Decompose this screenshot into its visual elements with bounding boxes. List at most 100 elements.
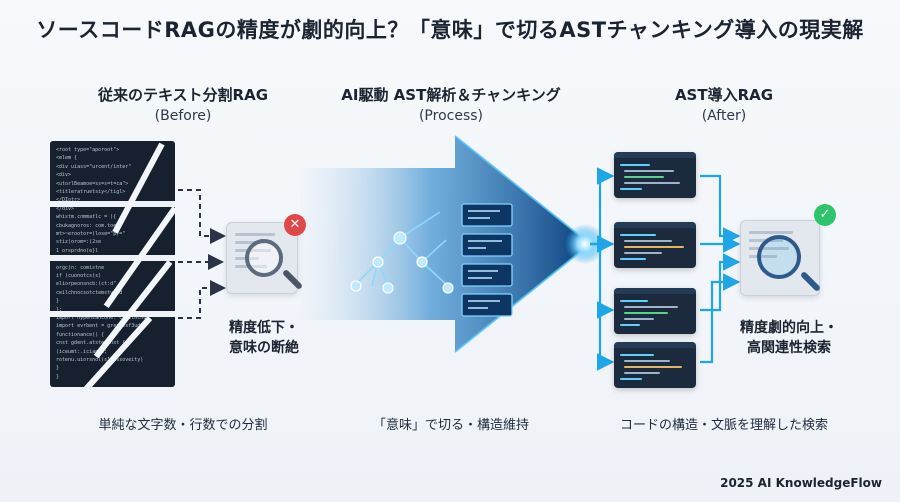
search-document-icon [740, 220, 822, 296]
ast-chunk-card [614, 288, 696, 334]
code-line: } [56, 373, 60, 380]
source-code-panel: } } rotenu.uiorsnol(s1.essoveity) (iceum… [50, 141, 175, 387]
code-line: functionance() { [56, 331, 105, 338]
code-line [624, 246, 684, 248]
code-line: ceilchnocsotctemstveld [56, 289, 123, 296]
chunk-box [461, 233, 513, 257]
code-line [624, 306, 678, 308]
code-line: <root type="aporoot"> [56, 147, 120, 153]
code-line [624, 252, 662, 254]
check-icon: ✓ [814, 204, 836, 226]
code-line: stiz(orom=:(2se [56, 239, 102, 246]
code-line: import evrbent = greatvsf3ud"; [56, 323, 147, 330]
magnifier-icon [757, 235, 801, 279]
code-line: import hypenzancone: creithchu [56, 315, 147, 321]
flow-connector [700, 174, 741, 245]
ast-node [442, 282, 454, 294]
code-line [620, 354, 654, 356]
arrow-glow [565, 224, 605, 264]
ast-node [372, 256, 384, 268]
card-bar [614, 342, 696, 348]
code-line [624, 176, 664, 178]
code-line: if (cuonotcs(s) [56, 273, 102, 279]
code-line: whistm.commatlc = ){ [56, 214, 117, 221]
magnifier-icon [245, 239, 283, 277]
flow-connector [590, 242, 615, 319]
page-title: ソースコードRAGの精度が劇的向上？「意味」で切るASTチャンキング導入の現実解 [36, 18, 864, 42]
code-line [624, 170, 674, 172]
code-line: <utorlBeamoe=ss=s=t=ca"> [56, 180, 129, 187]
code-line [620, 258, 646, 260]
ast-chunk-card [614, 222, 696, 268]
before-result-line1: 精度低下・ [229, 320, 299, 336]
code-line [620, 234, 656, 236]
ast-node [416, 256, 428, 268]
after-heading-title: AST導入RAG [674, 86, 774, 104]
code-line [624, 372, 660, 374]
ast-node [393, 231, 407, 245]
before-result: 精度低下・ 意味の断絶 [204, 318, 324, 358]
chunk-box [461, 293, 513, 317]
chunk-cut [50, 311, 175, 317]
process-arrow [300, 136, 590, 352]
code-line: rotenu.uiorsnol(s1.essoveity) [56, 357, 144, 363]
after-result-line2: 高関連性検索 [747, 340, 831, 356]
after-heading: AST導入RAG (After) [594, 84, 854, 124]
flow-connector [700, 273, 741, 364]
code-line [624, 182, 680, 184]
code-line [620, 324, 640, 326]
flow-connector [596, 310, 615, 371]
code-line [620, 188, 642, 190]
doc-line [235, 241, 265, 244]
magnifier-handle [799, 270, 822, 293]
card-bar [614, 152, 696, 158]
code-line: cnst gdent.atsterinst { [56, 340, 126, 347]
code-line: <titleratruetsiy</tigl> [56, 189, 126, 195]
after-result-line1: 精度劇的向上・ [740, 320, 838, 336]
process-heading: AI駆動 AST解析＆チャンキング (Process) [321, 84, 581, 124]
code-line: cbukagnoros: com.toep [56, 222, 120, 229]
chunk-cut [50, 255, 175, 261]
ast-chunk-card [614, 152, 696, 198]
chunk-box [461, 263, 513, 287]
dashed-arrow [178, 280, 226, 319]
code-line: eliorpeonsncb:(ct:d" [56, 281, 117, 288]
code-line [620, 164, 650, 166]
code-line [624, 318, 654, 320]
card-bar [614, 222, 696, 228]
chunk-boxes [461, 203, 513, 317]
code-line: <div uiass="urcent/inter" [56, 163, 132, 170]
code-line: (iceumt:.icianct; [56, 348, 108, 355]
code-line: }; [56, 306, 63, 313]
broken-document-icon [226, 222, 304, 294]
code-line [624, 240, 672, 242]
ast-node [350, 280, 362, 292]
chunk-cut [50, 201, 175, 207]
cross-icon: ✕ [284, 214, 306, 236]
code-line: <div> [56, 172, 72, 179]
dashed-arrow [178, 189, 226, 244]
before-result-line2: 意味の断絶 [229, 340, 299, 356]
flow-connector [700, 253, 741, 312]
after-caption: コードの構造・文脈を理解した検索 [619, 418, 828, 433]
before-caption: 単純な文字数・行数での分割 [98, 418, 268, 433]
code-line: </div> [56, 205, 75, 212]
ast-node [382, 282, 394, 294]
code-line [624, 366, 682, 368]
process-heading-title: AI駆動 AST解析＆チャンキング [341, 86, 561, 104]
code-line [624, 312, 668, 314]
code-line: 1 orsprdno(e}l [56, 247, 99, 254]
card-bar [614, 288, 696, 294]
code-line: <elem { [56, 155, 78, 162]
before-heading-sub: (Before) [154, 108, 212, 124]
doc-line [235, 233, 275, 236]
code-line [620, 300, 648, 302]
chunk-box [461, 203, 513, 227]
before-heading: 従来のテキスト分割RAG (Before) [53, 84, 313, 124]
process-heading-sub: (Process) [418, 108, 484, 124]
footer-credit: 2025 AI KnowledgeFlow [720, 476, 882, 490]
ast-chunk-card [614, 342, 696, 388]
code-line: </DIotr> [56, 197, 80, 203]
after-heading-sub: (After) [701, 108, 747, 124]
